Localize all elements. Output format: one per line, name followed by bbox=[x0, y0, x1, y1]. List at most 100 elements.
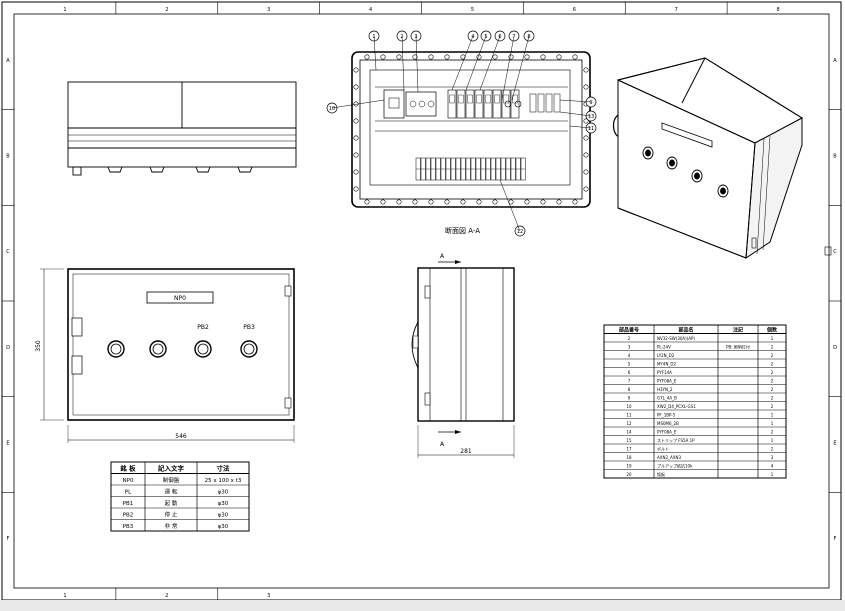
frame-col-number: 1 bbox=[63, 7, 66, 13]
side-view: A A 281 bbox=[411, 253, 515, 458]
bolt-hole bbox=[428, 54, 434, 60]
frame-row-letter: D bbox=[6, 345, 10, 351]
label-table-cell: 制御盤 bbox=[163, 476, 180, 484]
parts-table-cell: MY4N_D2 bbox=[657, 361, 677, 366]
frame-col-number-bottom: 2 bbox=[165, 593, 168, 599]
label-table-cell: PB2 bbox=[123, 513, 134, 519]
bolt-hole bbox=[353, 84, 359, 90]
parts-table-cell: G7L_4A_B bbox=[657, 395, 677, 400]
parts-table-cell: XW2_D4_PCXL-GS1 bbox=[657, 404, 696, 409]
label-table-header: 記入文字 bbox=[158, 464, 185, 473]
label-table-header: 寸法 bbox=[217, 464, 231, 473]
parts-table-cell: 1 bbox=[771, 472, 774, 477]
terminal-module bbox=[553, 93, 561, 113]
bolt-hole bbox=[412, 54, 418, 60]
label-table-cell: PB3 bbox=[123, 524, 134, 530]
parts-table-cell: PYF08A_E bbox=[657, 429, 677, 434]
parts-table-cell: ストリップ FS5A 1P bbox=[657, 437, 695, 443]
parts-table-cell: 11 bbox=[626, 412, 632, 417]
parts-table-cell: 2 bbox=[771, 378, 774, 383]
bolt-hole bbox=[428, 199, 434, 205]
balloon-number: 4 bbox=[471, 34, 474, 40]
relay-module bbox=[483, 89, 493, 119]
parts-table-cell: 1 bbox=[771, 412, 774, 417]
bolt-hole bbox=[364, 199, 370, 205]
dim-height: 350 bbox=[35, 340, 42, 352]
parts-table-header: 部品番号 bbox=[619, 326, 639, 333]
parts-table-cell: 4 bbox=[628, 353, 631, 358]
label-table-cell: 25 x 100 x t3 bbox=[205, 478, 242, 484]
parts-table-cell: 銘板 bbox=[657, 471, 665, 477]
dim-depth: 281 bbox=[460, 448, 472, 455]
parts-table-cell: 12 bbox=[626, 421, 632, 426]
label-table-cell: 起 動 bbox=[165, 499, 178, 507]
bolt-hole bbox=[353, 135, 359, 141]
section-label: 断面図 A-A bbox=[445, 226, 480, 235]
balloon-number: 5 bbox=[484, 34, 487, 40]
parts-table-cell: 20 bbox=[626, 472, 632, 477]
parts-table-cell: 2 bbox=[771, 344, 774, 349]
frame-col-number: 6 bbox=[573, 7, 576, 13]
parts-table-cell: 17 bbox=[626, 446, 632, 451]
frame-col-number-bottom: 1 bbox=[63, 593, 66, 599]
frame-col-number: 2 bbox=[165, 7, 168, 13]
bolt-hole bbox=[353, 118, 359, 124]
bolt-hole bbox=[540, 54, 546, 60]
parts-table-cell: 1 bbox=[771, 438, 774, 443]
parts-table-cell: 18 bbox=[626, 455, 632, 460]
label-table-cell: φ30 bbox=[218, 524, 229, 530]
bolt-hole bbox=[583, 186, 589, 192]
frame-row-letter-right: F bbox=[834, 536, 837, 542]
bolt-hole bbox=[524, 54, 530, 60]
frame-col-number: 4 bbox=[369, 7, 372, 13]
bolt-hole bbox=[583, 152, 589, 158]
parts-table-cell: 1 bbox=[771, 421, 774, 426]
frame-col-number: 7 bbox=[675, 7, 678, 13]
parts-table-cell: 4 bbox=[771, 463, 774, 468]
frame-row-letter-right: D bbox=[833, 345, 837, 351]
top-elevation-view bbox=[67, 81, 297, 176]
parts-table-cell: 2 bbox=[771, 370, 774, 375]
label-table-cell: PL bbox=[125, 490, 132, 496]
bolt-hole bbox=[396, 54, 402, 60]
parts-table-header: 注記 bbox=[733, 326, 743, 333]
parts-table-cell: ボルト bbox=[657, 445, 669, 451]
parts-table-cell: 1 bbox=[771, 336, 774, 341]
label-table-cell: φ30 bbox=[218, 490, 229, 496]
front-view: NP0 PB2 PB3 546 350 bbox=[35, 268, 295, 443]
parts-table-cell: 2 bbox=[771, 353, 774, 358]
relay-module bbox=[456, 89, 466, 119]
bolt-hole bbox=[583, 118, 589, 124]
nameplate bbox=[146, 291, 214, 304]
terminal-module bbox=[529, 93, 537, 113]
parts-table-cell: MS0M6_2B bbox=[657, 421, 679, 426]
bolt-hole bbox=[572, 54, 578, 60]
parts-table-header: 個数 bbox=[766, 326, 778, 333]
label-table-cell: NP0 bbox=[123, 478, 134, 484]
balloon-number: 13 bbox=[588, 114, 594, 120]
section-arrow-bottom: A bbox=[440, 441, 445, 448]
bolt-hole bbox=[583, 135, 589, 141]
bolt-hole bbox=[380, 199, 386, 205]
dim-width: 546 bbox=[175, 433, 187, 440]
balloon-number: 8 bbox=[527, 34, 530, 40]
bolt-hole bbox=[353, 67, 359, 73]
bolt-hole bbox=[492, 54, 498, 60]
label-table-cell: φ30 bbox=[218, 501, 229, 507]
parts-table-cell: 2 bbox=[771, 387, 774, 392]
parts-table-cell: 19 bbox=[626, 463, 632, 468]
frame-col-number-bottom: 3 bbox=[267, 593, 270, 599]
parts-table-cell: 2 bbox=[771, 446, 774, 451]
bolt-hole bbox=[540, 199, 546, 205]
label-table-cell: φ30 bbox=[218, 513, 229, 519]
parts-table-cell: 2 bbox=[771, 395, 774, 400]
parts-table-cell: PB: 照明灯付 bbox=[726, 343, 750, 349]
parts-table-cell: 6 bbox=[628, 370, 631, 375]
relay-module bbox=[447, 89, 457, 119]
bolt-hole bbox=[396, 199, 402, 205]
terminal-module bbox=[545, 93, 553, 113]
bolt-hole bbox=[572, 199, 578, 205]
